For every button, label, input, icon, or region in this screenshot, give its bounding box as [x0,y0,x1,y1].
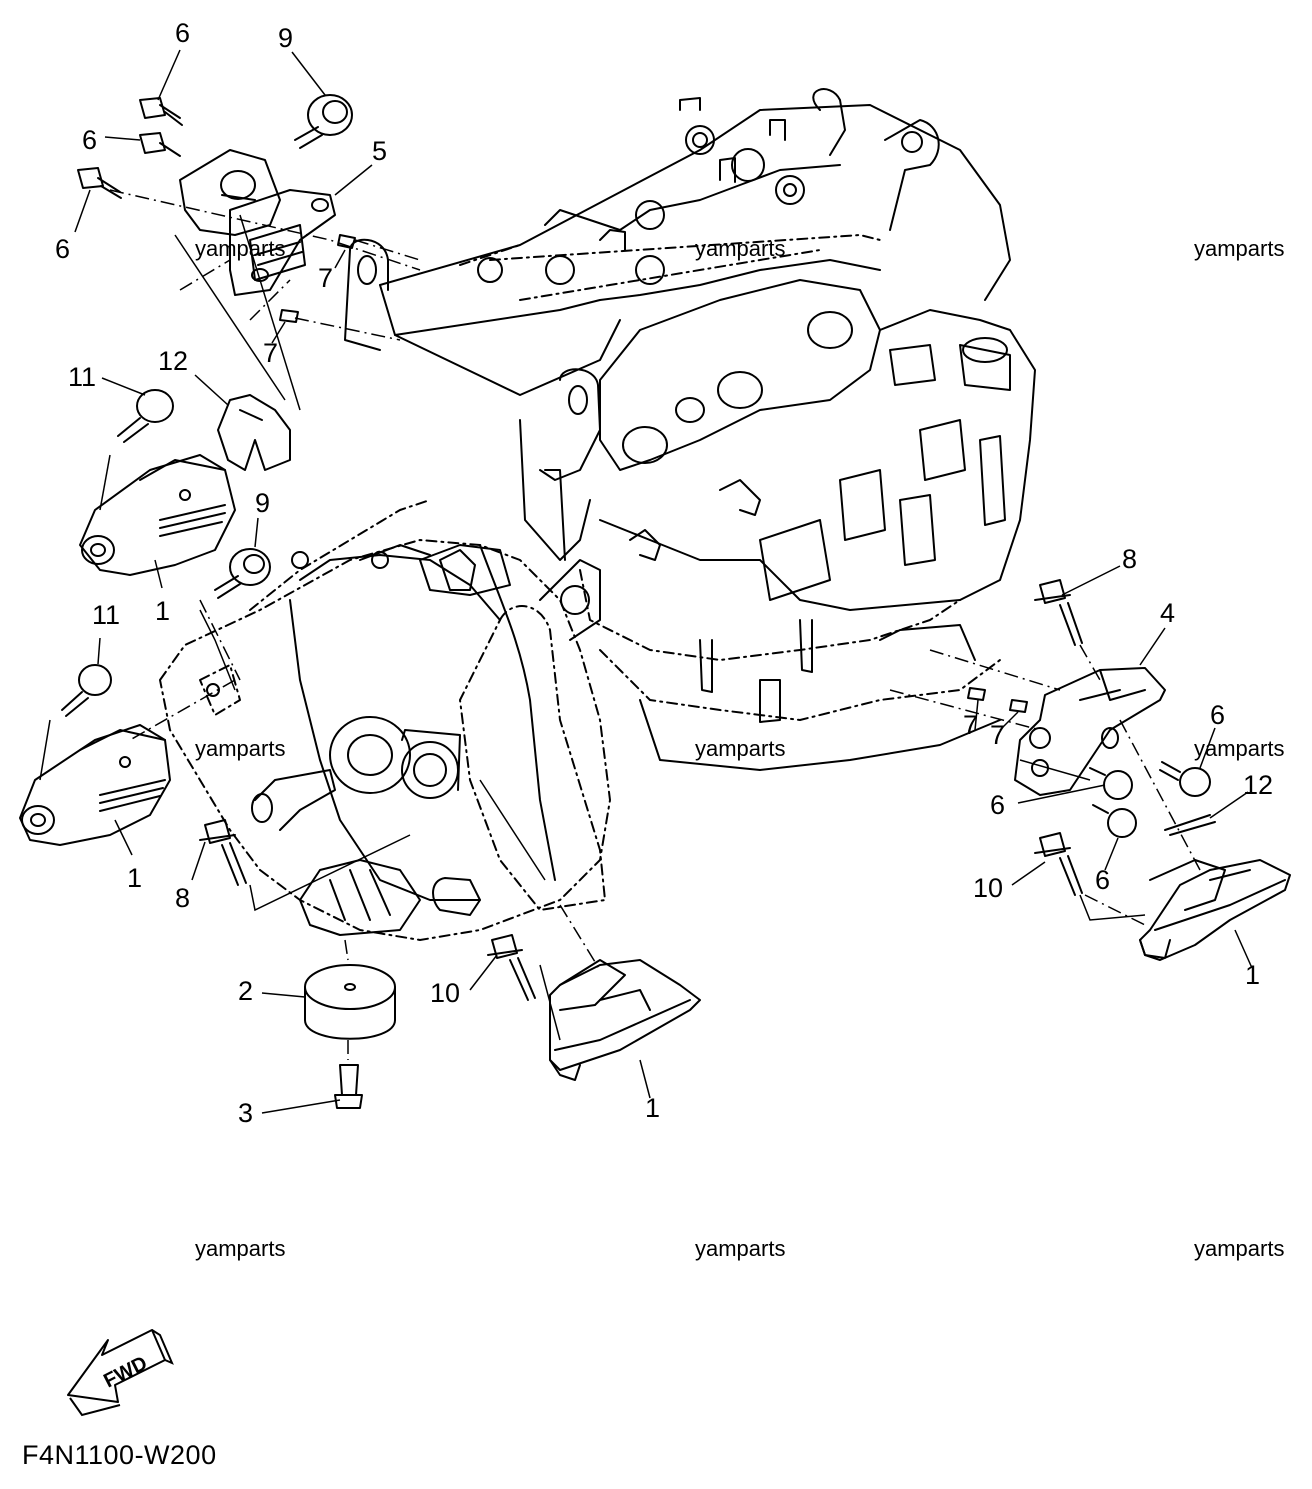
watermark: yamparts [195,236,286,261]
callout-1-d: 1 [1245,960,1261,990]
callout-1-b: 1 [127,863,143,893]
callout-9-b: 9 [255,488,271,518]
callout-6-d: 6 [1210,700,1226,730]
assembly-lines [109,189,1201,1060]
damper-2 [304,964,396,1040]
mount-1-upper-left [79,454,236,576]
watermark: yamparts [695,1236,786,1261]
stopper-12-right [1164,814,1216,836]
callout-6-e: 6 [990,790,1006,820]
callout-7-b: 7 [263,338,279,368]
bolt-3 [334,1064,363,1109]
callout-8-b: 8 [1122,544,1138,574]
bolt-10-bottom [487,934,536,1001]
bolt-8-right [1034,579,1083,646]
watermark: yamparts [695,736,786,761]
callout-11-b: 11 [92,600,121,630]
callout-7-a: 7 [318,263,334,293]
watermark: yamparts [1194,1236,1285,1261]
stopper-12-upper [217,394,291,471]
callout-12-a: 12 [158,346,189,376]
bolt-11-upper [117,389,174,443]
callout-1-c: 1 [645,1093,661,1123]
nut-9-lower [214,548,271,599]
callout-8-a: 8 [175,883,191,913]
fwd-arrow-icon: FWD [67,1329,174,1417]
callout-1-a: 1 [155,596,171,626]
upper-bracket-assembly [179,149,356,323]
callout-6-c: 6 [55,234,71,264]
watermark: yamparts [1194,236,1285,261]
callout-2: 2 [238,976,254,1006]
bolt-10-right [1034,832,1083,896]
callout-6-b: 6 [82,125,98,155]
bracket-4-right [967,667,1166,796]
callout-7-c: 7 [963,710,979,740]
assembly-solid-lines [39,214,1146,1041]
callout-6-a: 6 [175,18,191,48]
watermark: yamparts [1194,736,1285,761]
diagram-code: F4N1100-W200 [22,1440,217,1470]
callout-4: 4 [1160,598,1176,628]
bolt-8-left [199,819,247,886]
callout-9-a: 9 [278,23,294,53]
callout-10-b: 10 [973,873,1004,903]
callout-11-a: 11 [68,362,97,392]
callout-10-a: 10 [430,978,461,1008]
engine-block [159,88,1036,941]
mount-1-lower-left [19,724,171,846]
callout-3: 3 [238,1098,254,1128]
watermark: yamparts [695,236,786,261]
callout-6-f: 6 [1095,865,1111,895]
mount-1-right [1139,859,1291,961]
callout-7-d: 7 [990,720,1006,750]
callout-5: 5 [372,136,388,166]
nut-9-upper [294,94,353,149]
mount-1-bottom-center [549,959,701,1081]
watermark: yamparts [195,1236,286,1261]
watermark: yamparts [195,736,286,761]
callout-12-b: 12 [1243,770,1274,800]
bolt-6-upper-group [77,97,183,199]
bolt-6-right-group [1089,761,1211,838]
leader-lines [74,49,1253,1114]
bolt-11-lower [61,664,112,717]
